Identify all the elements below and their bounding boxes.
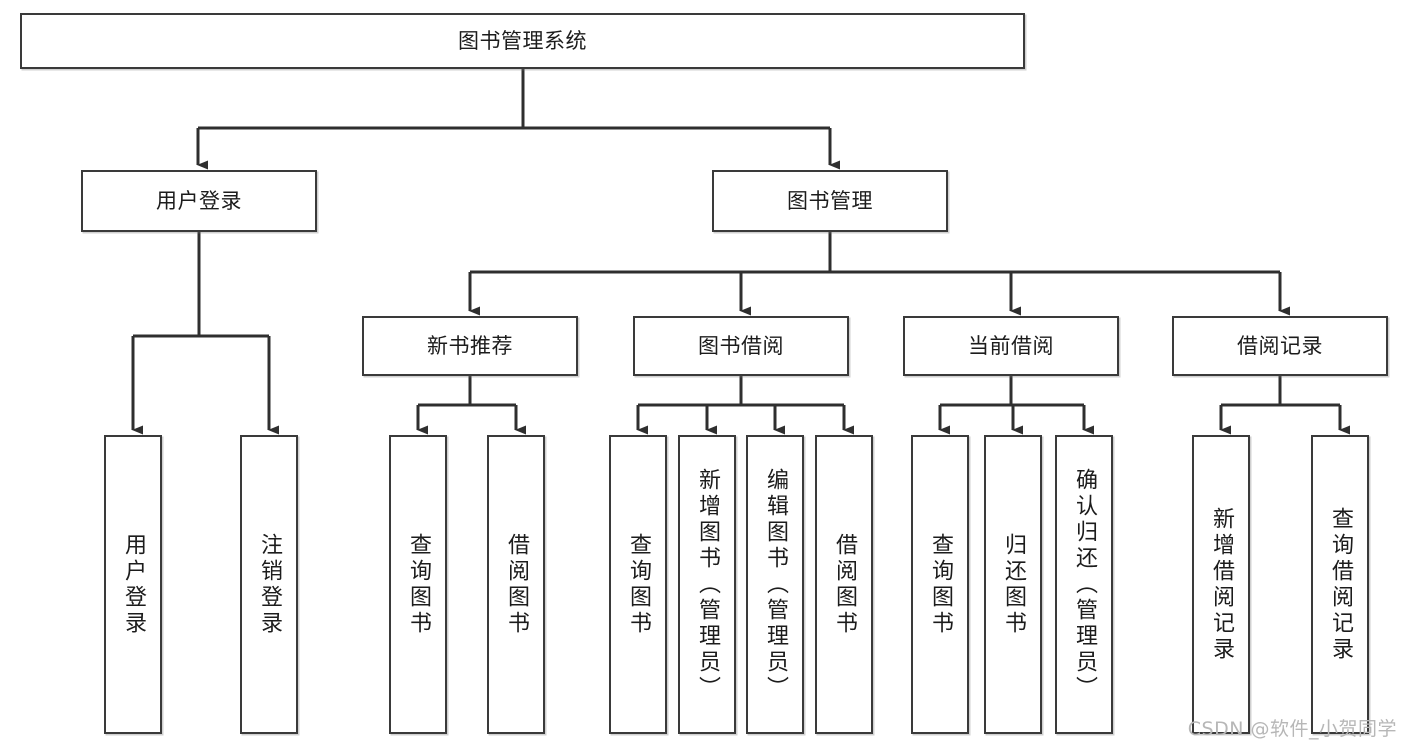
- leaf-query-book-current[interactable]: 查询图书: [911, 435, 969, 734]
- node-label: 用户登录: [121, 532, 146, 637]
- node-label: 借阅记录: [1237, 333, 1323, 358]
- leaf-query-borrow-record[interactable]: 查询借阅记录: [1311, 435, 1369, 734]
- leaf-confirm-return-admin[interactable]: 确认归还（管理员）: [1055, 435, 1113, 734]
- connector-borrow-to-leaves: [636, 376, 854, 435]
- node-label: 注销登录: [257, 532, 282, 637]
- node-root-system[interactable]: 图书管理系统: [20, 13, 1025, 69]
- node-label: 查询图书: [626, 532, 651, 637]
- node-label: 新增借阅记录: [1209, 506, 1234, 663]
- node-label: 编辑图书（管理员）: [763, 467, 788, 702]
- connector-new-book-to-leaves: [416, 376, 526, 435]
- leaf-query-book-newbook[interactable]: 查询图书: [389, 435, 447, 734]
- leaf-user-logout[interactable]: 注销登录: [240, 435, 298, 734]
- node-user-login[interactable]: 用户登录: [81, 170, 317, 232]
- leaf-borrow-book-newbook[interactable]: 借阅图书: [487, 435, 545, 734]
- node-label: 借阅图书: [832, 532, 857, 637]
- node-label: 查询图书: [928, 532, 953, 637]
- node-current-borrow[interactable]: 当前借阅: [903, 316, 1119, 376]
- connector-book-mgmt-to-level3: [468, 232, 1290, 316]
- leaf-add-borrow-record[interactable]: 新增借阅记录: [1192, 435, 1250, 734]
- connector-user-login-to-leaves: [131, 232, 279, 435]
- node-book-management[interactable]: 图书管理: [712, 170, 948, 232]
- leaf-return-book[interactable]: 归还图书: [984, 435, 1042, 734]
- leaf-borrow-book[interactable]: 借阅图书: [815, 435, 873, 734]
- node-label: 新书推荐: [427, 333, 513, 358]
- node-label: 当前借阅: [968, 333, 1054, 358]
- node-label: 查询借阅记录: [1328, 506, 1353, 663]
- node-borrow-record[interactable]: 借阅记录: [1172, 316, 1388, 376]
- node-book-borrow[interactable]: 图书借阅: [633, 316, 849, 376]
- node-label: 查询图书: [406, 532, 431, 637]
- leaf-edit-book-admin[interactable]: 编辑图书（管理员）: [746, 435, 804, 734]
- node-label: 图书管理: [787, 188, 873, 213]
- leaf-user-login[interactable]: 用户登录: [104, 435, 162, 734]
- node-label: 图书管理系统: [458, 28, 587, 53]
- node-label: 借阅图书: [504, 532, 529, 637]
- node-label: 图书借阅: [698, 333, 784, 358]
- leaf-add-book-admin[interactable]: 新增图书（管理员）: [678, 435, 736, 734]
- node-label: 归还图书: [1001, 532, 1026, 637]
- node-label: 新增图书（管理员）: [695, 467, 720, 702]
- node-label: 确认归还（管理员）: [1072, 467, 1097, 702]
- leaf-query-book-borrow[interactable]: 查询图书: [609, 435, 667, 734]
- connector-current-borrow-to-leaves: [938, 376, 1094, 435]
- node-new-book-recommend[interactable]: 新书推荐: [362, 316, 578, 376]
- connector-borrow-record-to-leaves: [1219, 376, 1350, 435]
- node-label: 用户登录: [156, 188, 242, 213]
- connector-root-to-level2: [196, 69, 840, 170]
